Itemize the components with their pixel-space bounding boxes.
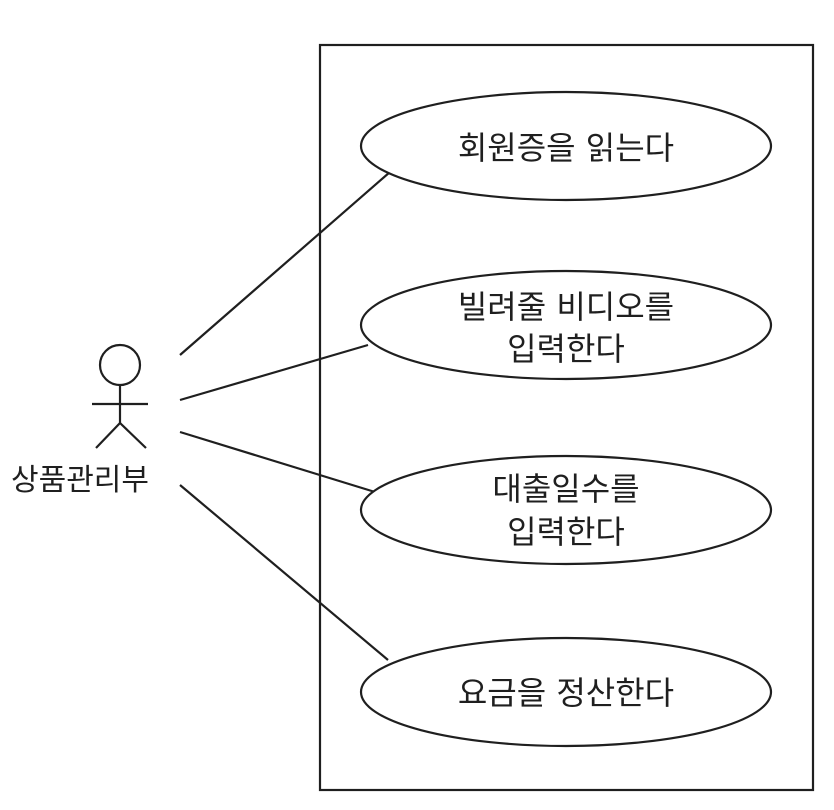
- association-line-2: [179, 343, 369, 402]
- system-boundary: [318, 43, 815, 792]
- usecase-settle-fee: 요금을 정산한다: [359, 636, 773, 748]
- association-line-4: [179, 484, 389, 661]
- usecase-label-line-1: 대출일수를: [492, 470, 639, 508]
- usecase-enter-loan-days: 대출일수를 입력한다: [359, 454, 773, 566]
- usecase-label: 요금을 정산한다: [458, 674, 674, 712]
- usecase-label-line-2: 입력한다: [507, 513, 625, 551]
- usecase-read-membership-card: 회원증을 읽는다: [359, 90, 773, 202]
- actor-stick-figure-icon: [92, 343, 148, 449]
- association-line-3: [179, 430, 376, 494]
- usecase-label-line-2: 입력한다: [507, 330, 625, 368]
- actor-name: 상품관리부: [11, 463, 149, 498]
- usecase-enter-rental-video: 빌려줄 비디오를 입력한다: [359, 269, 773, 381]
- usecase-label: 회원증을 읽는다: [458, 129, 674, 167]
- usecase-label-line-1: 빌려줄 비디오를: [458, 288, 674, 326]
- association-line-1: [179, 171, 391, 356]
